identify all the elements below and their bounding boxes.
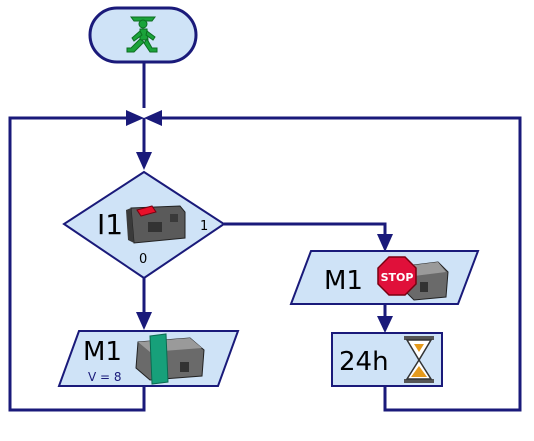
wait-label: 24h <box>339 347 389 377</box>
motor-stop-label: M1 <box>324 266 363 296</box>
motor-run-speed: V = 8 <box>88 370 122 384</box>
flow-right-loop <box>162 116 522 412</box>
flow-lines <box>8 62 522 412</box>
decision-input-label: I1 <box>97 208 123 241</box>
arrow-heads <box>126 110 393 333</box>
stop-sign-text: STOP <box>381 271 414 284</box>
hourglass-icon <box>404 336 434 383</box>
start-block[interactable] <box>88 6 198 64</box>
motor-run-label: M1 <box>83 337 122 367</box>
arrow-into-motor-run <box>136 312 152 330</box>
flow-left-loop <box>8 116 146 412</box>
arrow-into-decision <box>136 152 152 170</box>
decision-block[interactable]: I1 1 0 <box>62 170 226 280</box>
wait-block[interactable]: 24h <box>331 332 443 387</box>
push-switch-icon <box>126 205 186 244</box>
stop-sign-icon: STOP <box>377 256 417 296</box>
arrow-into-motor-stop <box>377 234 393 252</box>
branch-false-label: 0 <box>139 252 147 267</box>
merge-arrow-right <box>144 110 162 126</box>
merge-arrow-left <box>126 110 144 126</box>
motor-stop-block[interactable]: M1 STOP <box>289 250 480 305</box>
flow-branch-1 <box>224 222 387 236</box>
motor-run-block[interactable]: M1 V = 8 <box>57 330 240 387</box>
walking-figure-icon <box>126 16 158 53</box>
motor-icon <box>135 333 205 385</box>
arrow-into-wait <box>377 316 393 333</box>
branch-true-label: 1 <box>200 219 208 234</box>
